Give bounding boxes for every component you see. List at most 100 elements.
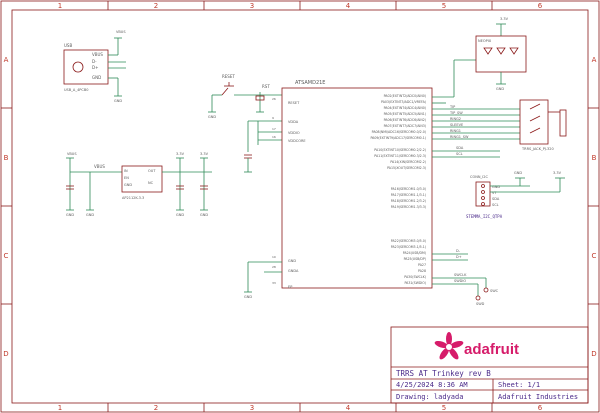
usb-part: USB_A_4PCB0 (64, 88, 89, 92)
usb-pin-gnd: GND (92, 75, 101, 80)
mcu-pin-17: PA23(SERCOM3.1/5.1) (391, 245, 426, 249)
reg-in-label: VBUS (94, 164, 105, 169)
usb-connector: USB VBUS D- D+ GND USB_A_4PCB0 VBUS GND (63, 30, 126, 103)
net-scl: SCL (456, 152, 463, 156)
mcu-left-pin-2: VDDIO (288, 131, 300, 135)
neopixel-led: 3.3V NEOPIX GND (475, 17, 527, 91)
reset-button: RESET GND RST (208, 74, 282, 119)
mcu-to-jack-wires: TIP TIP_SW RING2 SLEEVE RING1 RING1_SW (432, 59, 520, 140)
reg-pin-en: EN (124, 176, 129, 180)
mcu-left-num-0: 26 (272, 97, 276, 101)
led-gnd: GND (496, 87, 504, 91)
mcu-pin-6: PA08(NMI/ADC16/SERCOM0.0/2.0) (372, 130, 426, 134)
reg-rail-33-b: 3.3V (200, 152, 209, 156)
mcu-pin-9: PA11(EXTINT11/SERCOM0.3/2.3) (374, 154, 426, 158)
stemma-ref: CONN_I2C (470, 175, 488, 179)
mcu-left-pin-0: RESET (288, 101, 300, 105)
col-label-5-bottom: 5 (442, 404, 446, 412)
reset-net: RST (262, 84, 270, 89)
reg-pin-nc: NC (148, 181, 154, 185)
mcu-left-pin-4: GND (288, 259, 296, 263)
net-sda: SDA (456, 146, 464, 150)
title-block: adafruit TRRS AT Trinkey rev B 4/25/2024… (390, 326, 589, 404)
usb-pin-dp: D+ (92, 65, 98, 70)
mcu-pin-10: PA14(XIN/SERCOM2.2) (390, 160, 426, 164)
row-label-a: A (4, 56, 9, 64)
jack-net-ring2: RING2 (450, 117, 461, 121)
mcu-pin-5: PA07(EXTINT7/ADC7/AIN3) (384, 124, 426, 128)
usb-symbol-icon (72, 61, 84, 73)
net-dm: D- (456, 249, 461, 253)
row-label-b: B (4, 154, 9, 162)
col-label-1-bottom: 1 (58, 404, 62, 412)
mcu-pin-13: PA17(SERCOM1.1/3.1) (391, 193, 426, 197)
mcu-pin-4: PA06(EXTINT6/ADC6/AIN2) (384, 118, 426, 122)
mcu-left-num-6: 33 (272, 281, 276, 285)
col-label-5: 5 (442, 2, 446, 10)
usb-pin-vbus: VBUS (92, 52, 103, 57)
reg-gnd-3: GND (176, 213, 184, 217)
reg-rail-33-a: 3.3V (176, 152, 185, 156)
net-swdio: SWDIO (454, 279, 466, 283)
stemma-pin-vt: VT (492, 191, 497, 195)
row-label-c: C (4, 252, 9, 260)
mcu-pin-1: PA03(EXTINT3/ADC1/VREFA) (381, 100, 426, 104)
stemma-part: STEMMA_I2C_QTPA (466, 214, 503, 219)
net-dp: D+ (456, 255, 462, 259)
mcu-pin-14: PA18(SERCOM1.2/3.2) (391, 199, 426, 203)
usb-gnd-label: GND (114, 99, 122, 103)
swc-label: SWC (490, 289, 499, 293)
mcu-pin-8: PA10(EXTINT10/SERCOM0.2/2.2) (374, 148, 426, 152)
mcu-right-pins: PA02(EXTINT2/ADC0/AIN0) PA03(EXTINT3/ADC… (370, 94, 426, 285)
mcu-left-num-4: 10 (272, 255, 276, 259)
stemma-connector: SDA SCL CONN_I2C GND VT SDA SCL STEMMA_I… (432, 146, 565, 219)
col-label-2: 2 (154, 2, 158, 10)
mcu-left-pin-6: EP (288, 285, 292, 289)
decoupling-caps-vdd (244, 120, 282, 173)
stemma-pin-sda: SDA (492, 197, 500, 201)
mcu-left-num-1: 9 (272, 116, 274, 120)
stemma-gnd: GND (514, 171, 522, 175)
mcu-pin-21: PA28 (418, 269, 426, 273)
mcu-pin-20: PA27 (418, 263, 426, 267)
sheet-number: Sheet: 1/1 (498, 381, 540, 389)
led-ref: NEOPIX (478, 39, 492, 43)
jack-net-tip-sw: TIP_SW (449, 111, 463, 115)
col-label-4: 4 (346, 2, 351, 10)
column-markers-bottom: 1 2 3 4 5 6 (58, 403, 543, 412)
row-label-d: D (3, 350, 8, 358)
lower-nets: D- D+ SWCLK SWDIO SWC SWD (432, 249, 499, 306)
mcu-left-num-2: 17 (272, 127, 276, 131)
col-label-4-bottom: 4 (346, 404, 351, 412)
mcu-pin-16: PA22(SERCOM3.0/5.0) (391, 239, 426, 243)
col-label-3: 3 (250, 2, 254, 10)
led-rail: 3.3V (500, 17, 509, 21)
mcu-pin-2: PA04(EXTINT4/ADC4/AIN0) (384, 106, 426, 110)
mcu-pin-0: PA02(EXTINT2/ADC0/AIN0) (384, 94, 426, 98)
flower-icon (434, 332, 464, 360)
row-label-c-right: C (592, 252, 597, 260)
reg-gnd-4: GND (200, 213, 208, 217)
col-label-1: 1 (58, 2, 62, 10)
reg-pin-out: OUT (148, 169, 156, 173)
row-label-d-right: D (591, 350, 596, 358)
jack-net-tip: TIP (449, 105, 455, 109)
column-markers-top: 1 2 3 4 5 6 (58, 1, 543, 10)
mcu-pin-12: PA16(SERCOM1.0/3.0) (391, 187, 426, 191)
mcu-pin-18: PA24(USB/DM) (403, 251, 426, 255)
mcu-pin-23: PA31(SWDIO) (404, 281, 426, 285)
mcu-left-num-3: 16 (272, 135, 276, 139)
mcu-atsamd21: ATSAMD21E RESET VDDA VDDIO VDDCORE GND G… (244, 80, 433, 299)
mcu-pin-3: PA05(EXTINT5/ADC5/AIN1) (384, 112, 426, 116)
row-label-a-right: A (592, 56, 597, 64)
voltage-regulator: VBUS GND VBUS GND IN EN GND OUT NC AP211… (66, 152, 212, 217)
drawing-title: TRRS AT Trinkey rev B (396, 369, 491, 378)
jack-net-ring1-sw: RING1_SW (450, 135, 469, 139)
reg-gnd-2: GND (86, 213, 94, 217)
col-label-6: 6 (538, 2, 543, 10)
trrs-jack: TRRS_JACK_PJ-320 (519, 99, 567, 151)
reg-rail-vbus: VBUS (67, 152, 77, 156)
jack-net-ring1: RING1 (450, 129, 461, 133)
mcu-pin-11: PA15(XOUT/SERCOM2.3) (387, 166, 426, 170)
